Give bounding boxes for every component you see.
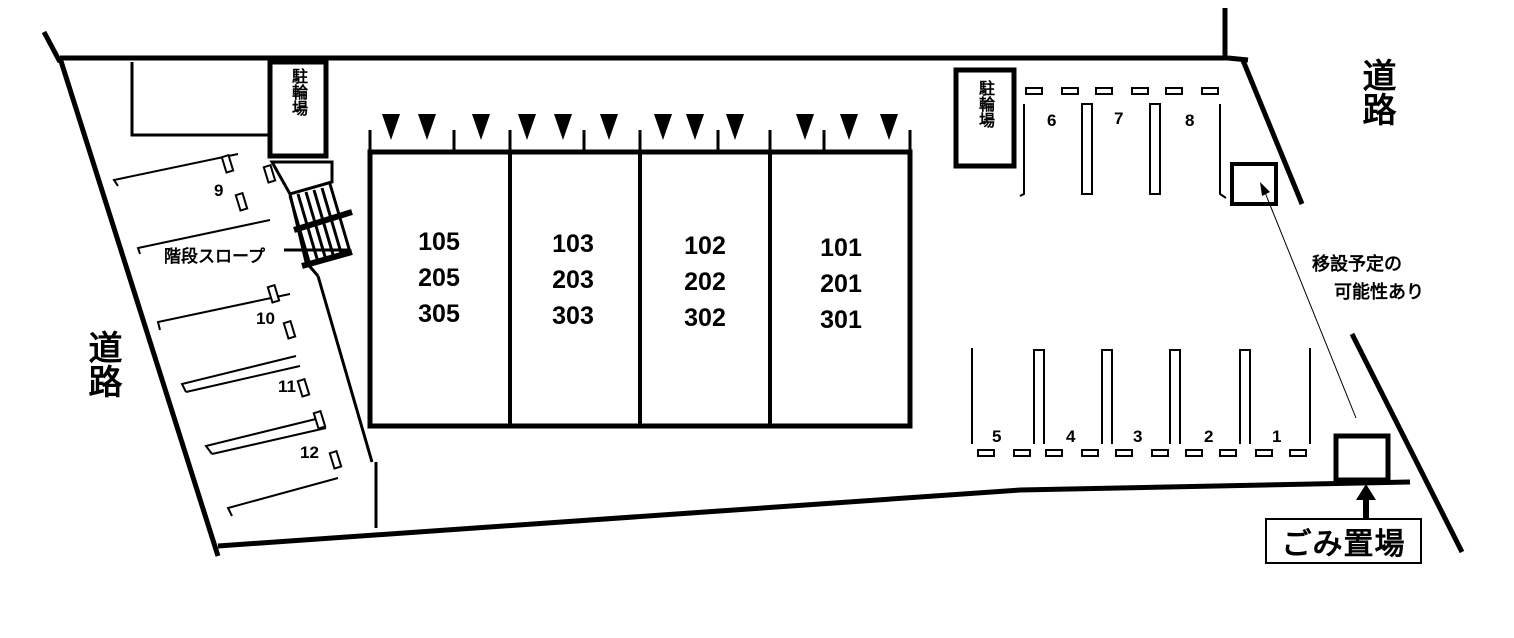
bicycle-parking-left-text: 駐輪場 — [289, 68, 308, 116]
garbage-area-box — [1333, 433, 1391, 483]
parking-left-lines — [112, 153, 339, 517]
entrance-arrow — [418, 114, 436, 140]
relocation-arrow — [1260, 182, 1357, 419]
entrance-markers — [382, 114, 898, 140]
parking-space-number: 2 — [1204, 427, 1214, 446]
building-unit-group-4: 101 201 301 — [796, 230, 886, 338]
parking-space-number: 7 — [1114, 109, 1124, 128]
road-label-left: 道路 — [82, 330, 122, 398]
unit-number: 102 — [684, 232, 726, 260]
apartment-building — [367, 130, 913, 429]
stairs-structure — [269, 160, 378, 528]
unit-number: 203 — [552, 266, 594, 294]
parking-space-number: 6 — [1047, 111, 1057, 130]
unit-number: 105 — [418, 228, 460, 256]
entrance-arrow — [554, 114, 572, 140]
building-unit-group-2: 103 203 303 — [528, 226, 618, 334]
entrance-arrow — [880, 114, 898, 140]
relocation-note-line2: 可能性あり — [1334, 282, 1424, 303]
parking-space-number: 8 — [1185, 111, 1195, 130]
unit-number: 201 — [820, 270, 862, 298]
garbage-area-label-box: ごみ置場 — [1265, 518, 1422, 564]
entrance-arrow — [600, 114, 618, 140]
entrance-arrow — [518, 114, 536, 140]
parking-space-number: 9 — [214, 181, 224, 200]
bicycle-parking-left-label: 駐輪場 — [288, 68, 308, 116]
parking-space-number: 1 — [1272, 427, 1282, 446]
parking-left-stops — [220, 153, 343, 470]
road-label-left-text: 道路 — [82, 330, 122, 398]
parking-space-number: 10 — [256, 309, 275, 328]
parking-space-number: 5 — [992, 427, 1002, 446]
parking-top-right — [1019, 87, 1227, 199]
building-unit-group-3: 102 202 302 — [660, 228, 750, 336]
bicycle-parking-right-text: 駐輪場 — [976, 80, 995, 128]
entrance-arrow — [382, 114, 400, 140]
bicycle-parking-right-label: 駐輪場 — [975, 80, 995, 128]
parking-bottom-right — [971, 348, 1311, 457]
parking-space-number: 3 — [1133, 427, 1143, 446]
relocation-box — [1230, 162, 1278, 206]
top-left-structure — [130, 62, 272, 137]
stairs-slope-label: 階段スロープ — [164, 247, 265, 267]
stairs-handrail — [301, 249, 353, 269]
unit-number: 103 — [552, 230, 594, 258]
bicycle-parking-left — [267, 59, 329, 159]
site-boundary — [41, 8, 1465, 557]
unit-number: 305 — [418, 300, 460, 328]
building-unit-group-1: 105 205 305 — [394, 224, 484, 332]
road-label-right: 道路 — [1356, 58, 1396, 126]
stairs-handrail — [293, 209, 353, 233]
entrance-arrow — [796, 114, 814, 140]
entrance-arrow — [726, 114, 744, 140]
relocation-note-line1: 移設予定の — [1312, 254, 1402, 275]
unit-number: 303 — [552, 302, 594, 330]
bicycle-parking-right — [953, 67, 1017, 169]
garbage-pointer-arrow — [1356, 484, 1376, 500]
unit-number: 301 — [820, 306, 862, 334]
unit-number: 205 — [418, 264, 460, 292]
entrance-arrow — [840, 114, 858, 140]
road-label-right-text: 道路 — [1356, 58, 1396, 126]
garbage-area-label: ごみ置場 — [1281, 527, 1406, 562]
unit-number: 101 — [820, 234, 862, 262]
parking-space-number: 12 — [300, 443, 319, 462]
entrance-arrow — [654, 114, 672, 140]
entrance-arrow — [472, 114, 490, 140]
parking-space-number: 4 — [1066, 427, 1076, 446]
entrance-arrow — [686, 114, 704, 140]
unit-number: 202 — [684, 268, 726, 296]
unit-number: 302 — [684, 304, 726, 332]
parking-space-number: 11 — [278, 377, 296, 396]
